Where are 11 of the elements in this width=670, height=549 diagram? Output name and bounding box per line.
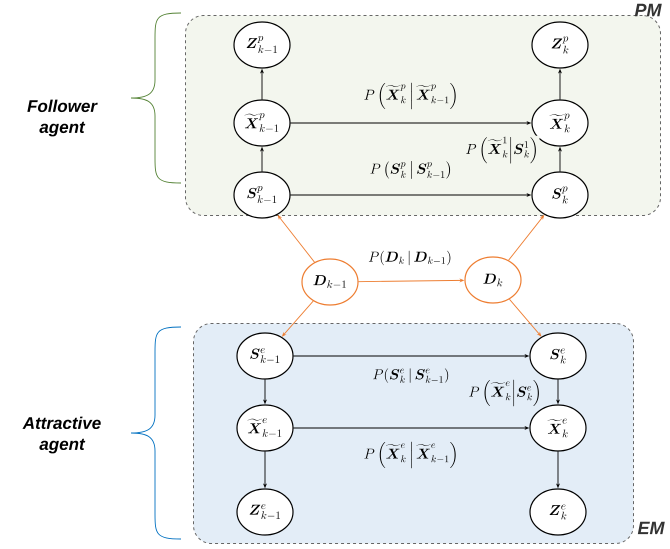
region-label: EM [638,522,665,534]
edge-label: $P\left(\widetilde{\boldsymbol{X}}^{e}_{k}\middle|\boldsymbol{S}^{e}_{k}\right)$ [468,379,542,407]
region-label: PM [634,4,662,16]
side-label: Attractive agent [22,416,101,454]
edge-label: $P\left(\widetilde{\boldsymbol{X}}^{1}_{k}\middle|\boldsymbol{S}^{1}_{k}\right)$ [464,136,540,164]
edge-label: $P\left(\boldsymbol{S}^{p}_{k}\,\middle|\,\boldsymbol{S}^{p}_{k-1}\right)$ [368,160,454,180]
edge-label: $P\left(\widetilde{\boldsymbol{X}}^{e}_{k}\,\middle|\,\widetilde{\boldsymbol{X}}^{e}_{k-1}\right)$ [362,441,460,469]
edge-label: $P\left(\widetilde{\boldsymbol{X}}^{p}_{k}\,\middle|\,\widetilde{\boldsymbol{X}}^{p}_{k-1}\right)$ [362,82,460,110]
edge-label: $P(\boldsymbol{D}_{k}\,|\,\boldsymbol{D}_{k-1})$ [367,250,453,266]
side-label: Follower agent [27,100,98,136]
edge-label: $P(\boldsymbol{S}^{e}_{k}\,|\,\boldsymbol{S}^{e}_{k-1})$ [371,367,451,385]
